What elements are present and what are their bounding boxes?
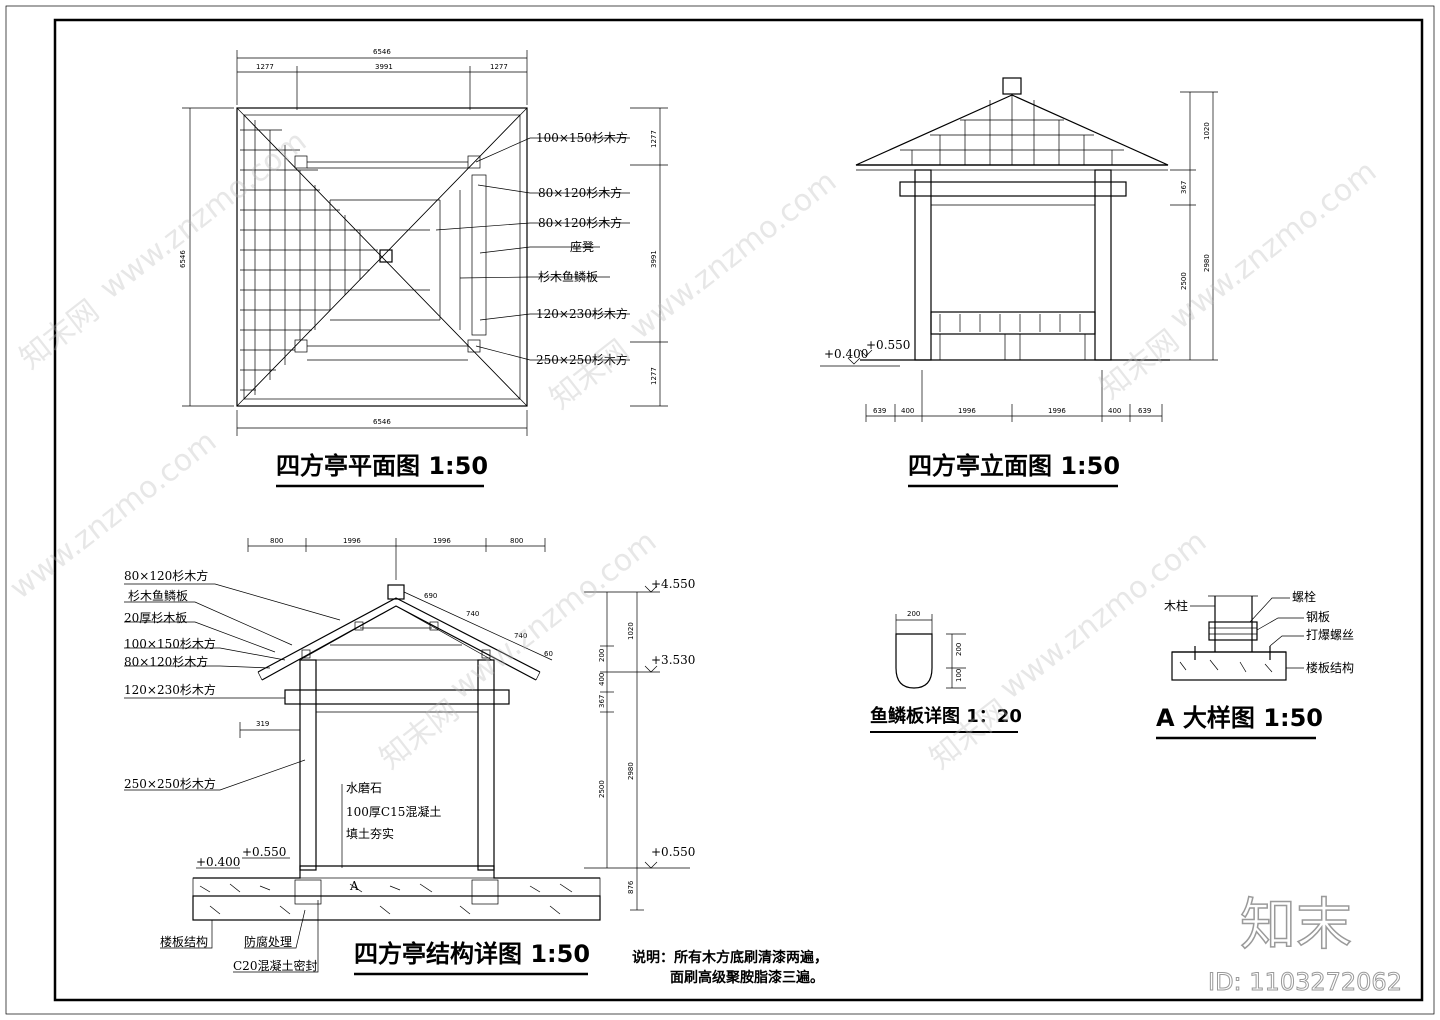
section-bottom-label-3: C20混凝土密封 xyxy=(233,958,317,973)
section-marker-a: A xyxy=(349,879,359,893)
plan-dim-top-right: 1277 xyxy=(490,63,508,71)
plan-dim-right-bottom: 1277 xyxy=(650,367,658,385)
elevation-dim-1: 639 xyxy=(873,407,886,415)
section-level-right-2: +3.530 xyxy=(651,653,695,667)
plan-label-7: 250×250杉木方 xyxy=(536,352,628,367)
section-dim-right-6: 2980 xyxy=(627,762,635,780)
watermark-id: ID: 1103272062 xyxy=(1208,968,1402,996)
section-dim-top-3: 1996 xyxy=(433,537,451,545)
elevation-title: 四方亭立面图 1:50 xyxy=(908,452,1120,480)
section-roof-dim-3: 740 xyxy=(514,632,527,640)
plan-dim-overall-top: 6546 xyxy=(373,48,391,56)
section-label-3: 20厚杉木板 xyxy=(124,611,187,625)
section-roof-dim-2: 740 xyxy=(466,610,479,618)
plan-label-5: 杉木鱼鳞板 xyxy=(538,270,598,284)
outer-frame xyxy=(5,5,1435,1015)
section-dim-right-5: 2500 xyxy=(598,780,606,798)
section-dim-right-1: 1020 xyxy=(627,622,635,640)
watermark-brand-1: 知末网 xyxy=(13,293,105,376)
section-view: 800 1996 1996 800 690 740 740 60 xyxy=(124,537,695,976)
section-dim-right-2: 200 xyxy=(598,649,606,662)
plan-dim-bottom: 6546 xyxy=(373,418,391,426)
a-label-column: 木柱 xyxy=(1164,598,1188,613)
plan-label-4: 座凳 xyxy=(570,239,594,254)
plan-label-2: 80×120杉木方 xyxy=(538,185,622,200)
section-dim-top-1: 800 xyxy=(270,537,283,545)
section-dim-right-3: 400 xyxy=(598,673,606,686)
scale-detail-title: 鱼鳞板详图 1：20 xyxy=(870,705,1022,727)
elevation-dim-right-4: 2980 xyxy=(1203,254,1211,272)
section-roof-dim-1: 690 xyxy=(424,592,437,600)
scale-board-detail: 200 200 100 鱼鳞板详图 1：20 xyxy=(870,610,1022,733)
plan-title: 四方亭平面图 1:50 xyxy=(276,452,488,480)
section-level-right-1: +4.550 xyxy=(651,577,695,591)
elevation-dim-2: 400 xyxy=(901,407,914,415)
plan-dim-right-middle: 3991 xyxy=(650,250,658,268)
elevation-level-lower: +0.400 xyxy=(824,347,868,361)
plan-dim-top-left: 1277 xyxy=(256,63,274,71)
a-label-expansion-screw: 打爆螺丝 xyxy=(1306,628,1354,642)
elevation-dim-right-1: 1020 xyxy=(1203,122,1211,140)
elevation-level-upper: +0.550 xyxy=(866,338,910,352)
elevation-dim-4: 1996 xyxy=(1048,407,1066,415)
section-dim-right-4: 367 xyxy=(598,695,606,708)
note-line-2: 面刷高级聚胺脂漆三遍。 xyxy=(670,969,824,986)
section-bottom-label-2: 防腐处理 xyxy=(244,934,292,949)
scale-dim-tip: 100 xyxy=(955,669,963,682)
section-roof-dim-4: 60 xyxy=(544,650,553,658)
a-detail-title: A 大样图 1:50 xyxy=(1156,704,1323,732)
section-fill-label-3: 填土夯实 xyxy=(346,826,394,841)
section-label-2: 杉木鱼鳞板 xyxy=(128,589,188,603)
watermark-site-6: www.znzmo.com xyxy=(993,524,1213,706)
section-label-7: 250×250杉木方 xyxy=(124,776,216,791)
plan-dim-right-top: 1277 xyxy=(650,130,658,148)
plan-label-3: 80×120杉木方 xyxy=(538,215,622,230)
section-label-5: 80×120杉木方 xyxy=(124,654,208,669)
section-label-4: 100×150杉木方 xyxy=(124,636,216,651)
elevation-dim-6: 639 xyxy=(1138,407,1151,415)
section-dim-right-7: 876 xyxy=(627,880,635,894)
section-fill-label-2: 100厚C15混凝土 xyxy=(346,804,441,819)
section-dim-319: 319 xyxy=(256,720,269,728)
section-dim-top-2: 1996 xyxy=(343,537,361,545)
note-line-1: 说明：所有木方底刷清漆两遍， xyxy=(632,949,828,966)
elevation-dim-5: 400 xyxy=(1108,407,1121,415)
plan-label-6: 120×230杉木方 xyxy=(536,306,628,321)
watermark-site-3: www.znzmo.com xyxy=(1163,154,1383,336)
plan-label-1: 100×150杉木方 xyxy=(536,130,628,145)
watermark-site-1: www.znzmo.com xyxy=(93,124,313,306)
section-level-left-1: +0.400 xyxy=(196,855,240,869)
section-title: 四方亭结构详图 1:50 xyxy=(354,940,590,968)
watermark-brand-4: 知末网 xyxy=(373,693,465,776)
watermark-brand-2: 知末网 xyxy=(543,333,635,416)
section-level-left-2: +0.550 xyxy=(242,845,286,859)
elevation-dim-right-2: 367 xyxy=(1180,181,1188,194)
section-label-6: 120×230杉木方 xyxy=(124,682,216,697)
section-level-right-3: +0.550 xyxy=(651,845,695,859)
plan-dim-left: 6546 xyxy=(179,250,187,268)
plan-dim-top-middle: 3991 xyxy=(375,63,393,71)
section-bottom-label-1: 楼板结构 xyxy=(160,934,208,949)
a-label-floor-structure: 楼板结构 xyxy=(1306,660,1354,675)
a-detail: 木柱 螺栓 钢板 打爆螺丝 楼板结构 A 大样图 1:50 xyxy=(1156,589,1354,740)
scale-dim-height: 200 xyxy=(955,643,963,656)
watermark-logo: 知末 xyxy=(1240,893,1352,958)
watermark-brand-3: 知末网 xyxy=(1093,323,1185,406)
a-label-steel-plate: 钢板 xyxy=(1306,610,1330,624)
section-label-1: 80×120杉木方 xyxy=(124,568,208,583)
plan-view: 6546 1277 3991 1277 6546 6546 1277 3991 … xyxy=(179,48,668,488)
section-fill-label-1: 水磨石 xyxy=(346,781,382,795)
section-dim-top-4: 800 xyxy=(510,537,523,545)
inner-frame xyxy=(53,18,1424,1002)
elevation-dim-3: 1996 xyxy=(958,407,976,415)
elevation-dim-right-3: 2500 xyxy=(1180,272,1188,290)
scale-dim-width: 200 xyxy=(907,610,920,618)
a-label-bolt: 螺栓 xyxy=(1292,589,1316,604)
elevation-view: +0.550 +0.400 639 400 1996 1996 400 639 … xyxy=(820,77,1218,488)
